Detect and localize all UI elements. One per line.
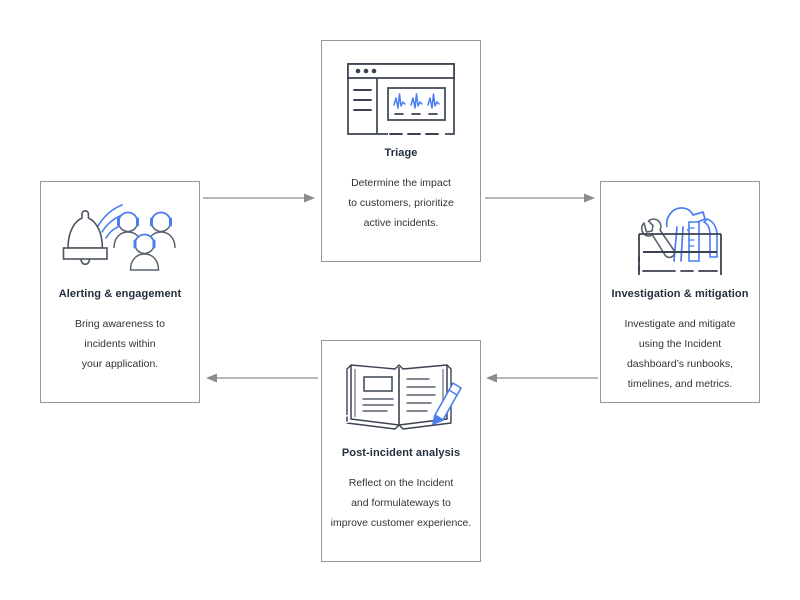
card-body-line: active incidents. (363, 217, 439, 229)
dashboard-window-with-charts-icon (322, 55, 480, 143)
toolbox-with-tools-icon (601, 196, 759, 284)
card-title: Alerting & engagement (58, 288, 182, 300)
card-title: Investigation & mitigation (611, 288, 749, 300)
card-description: Bring awareness to incidents within your… (41, 314, 199, 374)
card-body-line: timelines, and metrics. (627, 378, 733, 390)
card-description: Reflect on the Incident and formulateway… (322, 473, 480, 533)
arrow-triage-to-investigation (485, 190, 598, 211)
card-body-line: your application. (81, 358, 159, 370)
card-description: Investigate and mitigate using the Incid… (601, 314, 759, 394)
arrow-post-incident-to-alerting (203, 370, 318, 391)
card-description: Determine the impact to customers, prior… (322, 173, 480, 233)
arrow-investigation-to-post-incident (485, 370, 598, 391)
card-body-line: and formulateways to (351, 497, 451, 509)
bell-and-people-with-headsets-icon (41, 196, 199, 284)
card-body-line: to customers, prioritize (348, 197, 454, 209)
card-title: Triage (384, 147, 418, 159)
card-alerting-engagement[interactable]: Alerting & engagement Bring awareness to… (40, 181, 200, 403)
card-body-line: Determine the impact (351, 177, 451, 189)
card-body-line: using the Incident (638, 338, 722, 350)
card-body-line: incidents within (84, 338, 156, 350)
open-book-with-pencil-icon (322, 355, 480, 443)
card-post-incident-analysis[interactable]: Post-incident analysis Reflect on the In… (321, 340, 481, 562)
card-body-line: Reflect on the Incident (348, 477, 454, 489)
card-investigation-mitigation[interactable]: Investigation & mitigation Investigate a… (600, 181, 760, 403)
arrow-alerting-to-triage (203, 190, 318, 211)
card-body-line: dashboard’s runbooks, (626, 358, 734, 370)
card-body-line: Investigate and mitigate (624, 318, 736, 330)
card-body-line: Bring awareness to (75, 318, 165, 330)
card-title: Post-incident analysis (341, 447, 461, 459)
card-body-line: improve customer experience. (330, 517, 472, 529)
card-triage[interactable]: Triage Determine the impact to customers… (321, 40, 481, 262)
